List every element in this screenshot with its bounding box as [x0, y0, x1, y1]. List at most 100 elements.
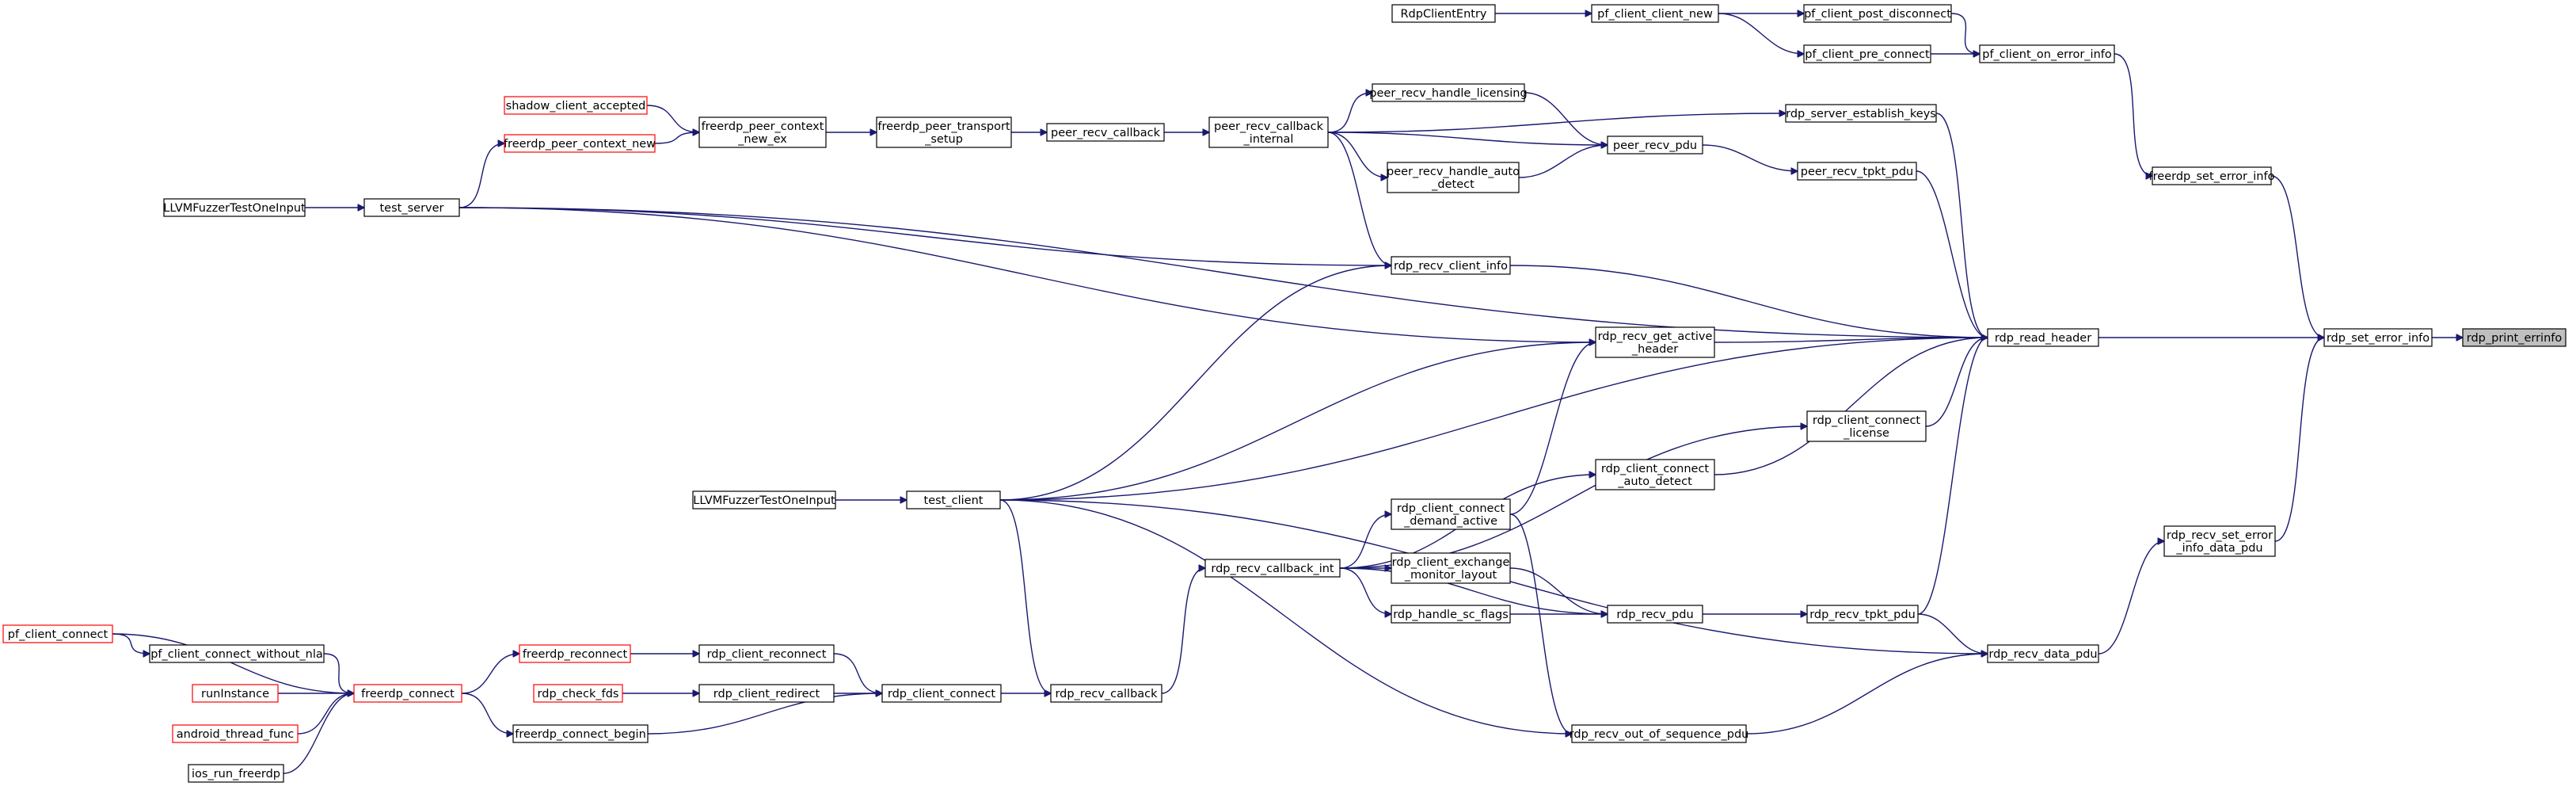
node-box	[1050, 684, 1162, 703]
node-box	[192, 684, 279, 703]
node-label: rdp_recv_callback_int	[1211, 563, 1334, 575]
node-rdp-recv-pdu[interactable]: rdp_recv_pdu	[1607, 605, 1703, 624]
node-LLVMFuzzerTestOneInput-1[interactable]: LLVMFuzzerTestOneInput	[163, 198, 306, 217]
node-android-thread-func[interactable]: android_thread_func	[172, 724, 299, 743]
edge-rdp-client-connect-license-to-rdp-read-header	[1925, 338, 1988, 427]
node-box	[1204, 559, 1341, 578]
edge-pf-client-on-error-info-to-freerdp-set-error-info	[2114, 53, 2152, 176]
node-box	[1979, 44, 2115, 63]
node-label: rdp_recv_pdu	[1616, 609, 1693, 621]
edge-peer-recv-pdu-to-peer-recv-tpkt-pdu	[1702, 144, 1798, 171]
node-rdp-recv-out-of-sequence-pdu[interactable]: rdp_recv_out_of_sequence_pdu	[1570, 724, 1749, 743]
node-peer-recv-tpkt-pdu[interactable]: peer_recv_tpkt_pdu	[1797, 162, 1917, 181]
edge-ios-run-freerdp-to-freerdp-connect	[283, 693, 354, 774]
node-pf-client-pre-connect[interactable]: pf_client_pre_connect	[1803, 44, 1931, 63]
node-freerdp-reconnect[interactable]: freerdp_reconnect	[519, 644, 631, 663]
node-runInstance[interactable]: runInstance	[192, 684, 279, 703]
node-label: peer_recv_callback	[1051, 127, 1161, 139]
node-freerdp-connect[interactable]: freerdp_connect	[353, 684, 462, 703]
node-label: RdpClientEntry	[1400, 8, 1486, 21]
node-label: freerdp_connect	[361, 688, 455, 700]
node-shadow-client-accepted[interactable]: shadow_client_accepted	[504, 96, 648, 115]
node-label: _internal	[1243, 133, 1294, 146]
edge-test-client-to-rdp-recv-out-of-sequence-pdu	[999, 499, 1572, 734]
node-freerdp-peer-transport-setup[interactable]: freerdp_peer_transport_setup	[876, 116, 1012, 148]
node-peer-recv-callback[interactable]: peer_recv_callback	[1046, 123, 1165, 142]
node-peer-recv-callback-internal[interactable]: peer_recv_callback_internal	[1208, 116, 1329, 148]
node-freerdp-peer-context-new-ex[interactable]: freerdp_peer_context_new_ex	[698, 116, 827, 148]
node-freerdp-peer-context-new[interactable]: freerdp_peer_context_new	[504, 134, 656, 153]
node-box	[2462, 328, 2566, 347]
node-rdp-server-establish-keys[interactable]: rdp_server_establish_keys	[1785, 104, 1937, 123]
node-rdp-client-connect-demand-active[interactable]: rdp_client_connect_demand_active	[1391, 498, 1511, 530]
node-pf-client-client-new[interactable]: pf_client_client_new	[1591, 4, 1719, 23]
node-label: rdp_print_errinfo	[2467, 332, 2563, 345]
node-rdp-client-redirect[interactable]: rdp_client_redirect	[698, 684, 835, 703]
node-rdp-recv-callback-int[interactable]: rdp_recv_callback_int	[1204, 559, 1341, 578]
node-freerdp-set-error-info[interactable]: freerdp_set_error_info	[2149, 166, 2275, 185]
node-box	[1785, 104, 1937, 123]
node-box	[1607, 605, 1703, 624]
node-ios-run-freerdp[interactable]: ios_run_freerdp	[188, 764, 284, 783]
edge-rdp-recv-callback-to-rdp-recv-callback-int	[1161, 568, 1205, 694]
node-peer-recv-pdu[interactable]: peer_recv_pdu	[1607, 135, 1703, 155]
node-rdp-client-exchange-monitor-layout[interactable]: rdp_client_exchange_monitor_layout	[1391, 552, 1511, 584]
node-box	[1391, 605, 1511, 624]
edge-peer-recv-handle-licensing-to-peer-recv-pdu	[1524, 92, 1608, 145]
node-label: rdp_recv_data_pdu	[1988, 648, 2097, 661]
edge-rdp-server-establish-keys-to-rdp-read-header	[1935, 113, 1988, 338]
node-RdpClientEntry[interactable]: RdpClientEntry	[1391, 4, 1496, 23]
node-peer-recv-handle-auto-detect[interactable]: peer_recv_handle_auto_detect	[1387, 162, 1520, 193]
node-rdp-handle-sc-flags[interactable]: rdp_handle_sc_flags	[1391, 605, 1511, 624]
node-label: pf_client_connect_without_nla	[150, 648, 323, 661]
node-label: _detect	[1431, 178, 1474, 191]
edge-peer-recv-callback-internal-to-rdp-server-establish-keys	[1327, 113, 1786, 133]
node-box	[2, 624, 113, 643]
node-rdp-client-connect-license[interactable]: rdp_client_connect_license	[1806, 410, 1927, 442]
node-test-server[interactable]: test_server	[363, 198, 460, 217]
node-pf-client-on-error-info[interactable]: pf_client_on_error_info	[1979, 44, 2115, 63]
node-box	[698, 644, 835, 663]
edge-test-server-to-rdp-read-header	[459, 207, 1988, 338]
edge-rdp-recv-callback-int-to-rdp-client-connect-license	[1339, 426, 1807, 569]
node-rdp-recv-get-active-header[interactable]: rdp_recv_get_active_header	[1595, 326, 1715, 358]
node-box	[188, 764, 284, 783]
node-label: peer_recv_handle_licensing	[1369, 87, 1527, 100]
node-freerdp-connect-begin[interactable]: freerdp_connect_begin	[512, 724, 649, 743]
edge-rdp-client-reconnect-to-rdp-client-connect	[833, 653, 882, 693]
edge-test-client-to-rdp-recv-client-info	[999, 265, 1391, 501]
node-peer-recv-handle-licensing[interactable]: peer_recv_handle_licensing	[1369, 83, 1528, 102]
node-rdp-recv-callback[interactable]: rdp_recv_callback	[1050, 684, 1162, 703]
edge-rdp-client-connect-demand-active-to-rdp-recv-out-of-sequence-pdu	[1509, 513, 1572, 734]
node-box	[519, 644, 631, 663]
node-label: _license	[1843, 427, 1889, 440]
node-pf-client-connect-without-nla[interactable]: pf_client_connect_without_nla	[149, 644, 325, 663]
edge-peer-recv-callback-internal-to-peer-recv-pdu	[1327, 132, 1608, 145]
node-rdp-recv-tpkt-pdu[interactable]: rdp_recv_tpkt_pdu	[1806, 605, 1919, 624]
node-rdp-recv-set-error-info-data-pdu[interactable]: rdp_recv_set_error_info_data_pdu	[2163, 525, 2276, 557]
node-rdp-recv-client-info[interactable]: rdp_recv_client_info	[1391, 256, 1511, 275]
node-rdp-client-connect-auto-detect[interactable]: rdp_client_connect_auto_detect	[1595, 459, 1715, 490]
node-pf-client-post-disconnect[interactable]: pf_client_post_disconnect	[1803, 4, 1952, 23]
node-rdp-check-fds[interactable]: rdp_check_fds	[533, 684, 623, 703]
node-LLVMFuzzerTestOneInput-2[interactable]: LLVMFuzzerTestOneInput	[692, 490, 836, 509]
node-label: test_client	[924, 494, 984, 507]
node-test-client[interactable]: test_client	[906, 490, 1001, 509]
node-rdp-client-connect[interactable]: rdp_client_connect	[881, 684, 1002, 703]
node-rdp-set-error-info[interactable]: rdp_set_error_info	[2323, 328, 2433, 347]
node-rdp-print-errinfo[interactable]: rdp_print_errinfo	[2462, 328, 2566, 347]
edge-rdp-recv-tpkt-pdu-to-rdp-recv-data-pdu	[1917, 613, 1988, 654]
node-label: rdp_recv_get_active	[1598, 330, 1713, 343]
node-label: rdp_client_exchange	[1392, 556, 1510, 569]
node-label: rdp_client_connect	[1397, 502, 1505, 515]
node-rdp-read-header[interactable]: rdp_read_header	[1987, 328, 2099, 347]
node-box	[692, 490, 836, 509]
node-rdp-recv-data-pdu[interactable]: rdp_recv_data_pdu	[1987, 644, 2099, 663]
node-box	[1987, 644, 2099, 663]
node-label: freerdp_peer_context_new	[504, 138, 656, 151]
edge-freerdp-set-error-info-to-rdp-set-error-info	[2270, 175, 2324, 338]
node-label: freerdp_reconnect	[523, 648, 628, 661]
node-pf-client-connect[interactable]: pf_client_connect	[2, 624, 113, 643]
edge-test-server-to-rdp-recv-get-active-header	[459, 207, 1596, 342]
node-rdp-client-reconnect[interactable]: rdp_client_reconnect	[698, 644, 835, 663]
